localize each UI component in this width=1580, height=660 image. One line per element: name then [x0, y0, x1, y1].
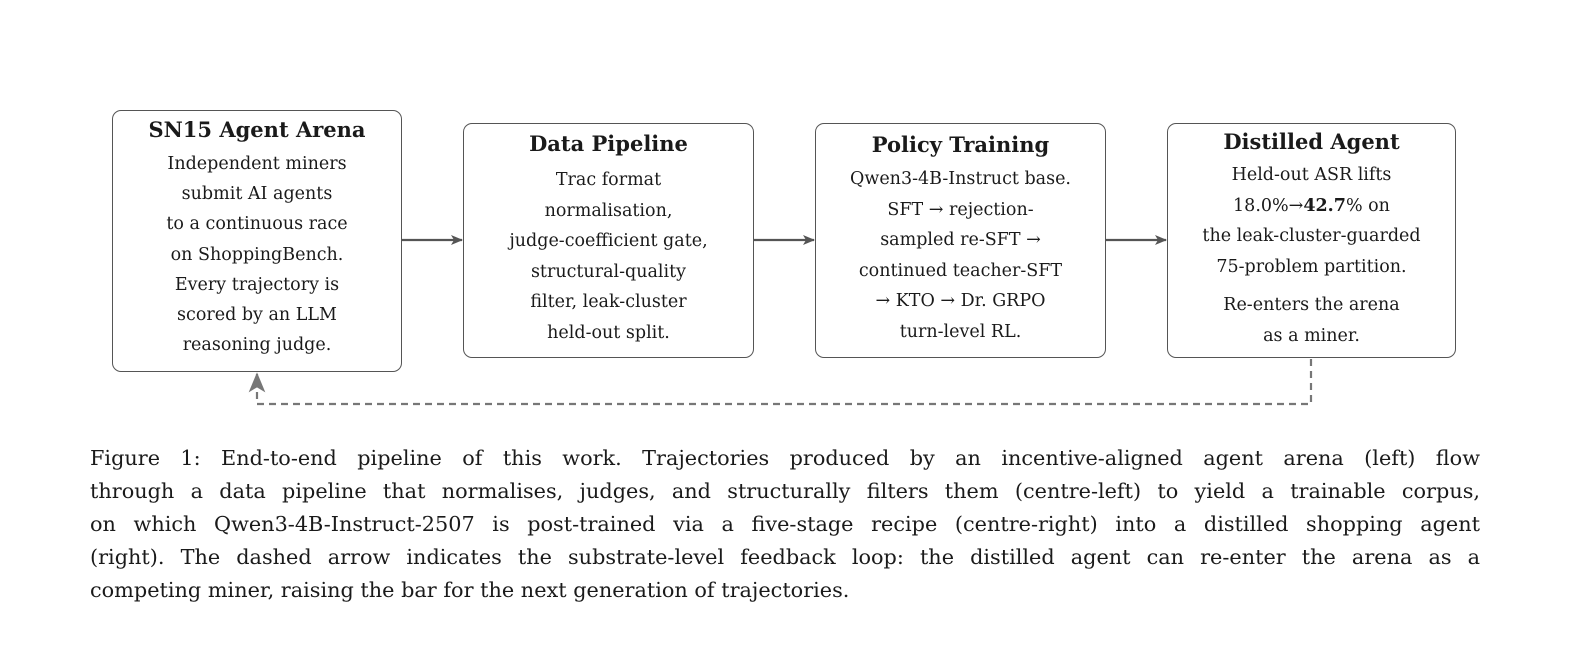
box-line: Every trajectory is [174, 274, 340, 295]
box-title: Distilled Agent [1223, 129, 1400, 154]
box-line: Trac format [555, 170, 662, 190]
box-line: as a miner. [1263, 325, 1360, 346]
box-data-pipeline: Data Pipeline Trac format normalisation,… [463, 123, 754, 358]
box-line: sampled re-SFT → [880, 230, 1041, 250]
box-distilled-agent: Distilled Agent Held-out ASR lifts 18.0%… [1167, 123, 1456, 358]
box-description: Qwen3-4B-Instruct base. SFT → rejection-… [816, 164, 1105, 347]
figure-caption: Figure 1: End-to-end pipeline of this wo… [90, 442, 1480, 607]
box-line: continued teacher-SFT [858, 260, 1063, 281]
box-line: turn-level RL. [899, 321, 1022, 342]
box-line: held-out split. [547, 322, 670, 343]
box-line: normalisation, [544, 200, 673, 221]
arrow-layer [248, 235, 1313, 406]
box-line: filter, leak-cluster [530, 292, 687, 312]
box-line: structural-quality [530, 261, 687, 282]
box-line: the leak-cluster-guarded [1202, 226, 1421, 246]
asr-before: 18.0%→ [1233, 195, 1304, 216]
box-line: judge-coefficient gate, [509, 231, 708, 251]
box-description: Trac format normalisation, judge-coeffic… [464, 165, 753, 348]
box-line: Re-enters the arena [1223, 295, 1400, 315]
pipeline-diagram: SN15 Agent Arena Independent miners subm… [112, 110, 1456, 406]
box-line: Held-out ASR lifts [1231, 165, 1392, 185]
box-line: Independent miners [167, 154, 347, 174]
caption-line: through a data pipeline that normalises,… [90, 479, 1480, 503]
box-line: to a continuous race [166, 214, 348, 235]
box-title: Data Pipeline [529, 131, 688, 156]
box-policy-training: Policy Training Qwen3-4B-Instruct base. … [815, 123, 1106, 358]
box-title: SN15 Agent Arena [148, 117, 366, 142]
box-title: Policy Training [871, 132, 1050, 157]
caption-line: competing miner, raising the bar for the… [90, 578, 850, 602]
paragraph-gap [1168, 282, 1455, 290]
feedback-loop-dashed-arrow [248, 359, 1313, 406]
box-sn15-agent-arena: SN15 Agent Arena Independent miners subm… [112, 110, 402, 372]
box-line: on ShoppingBench. [170, 244, 344, 265]
asr-suffix: % on [1345, 195, 1390, 216]
asr-after-bold: 42.7 [1303, 195, 1346, 216]
caption-line: Figure 1: End-to-end pipeline of this wo… [90, 446, 1480, 470]
box-description: Held-out ASR lifts 18.0%→42.7% on the le… [1168, 160, 1455, 351]
box-line: scored by an LLM [177, 305, 337, 326]
box-line: SFT → rejection- [887, 199, 1034, 220]
caption-line: (right). The dashed arrow indicates the … [90, 545, 1480, 569]
caption-line: on which Qwen3-4B-Instruct-2507 is post-… [90, 512, 1480, 536]
box-line: Qwen3-4B-Instruct base. [850, 169, 1071, 189]
box-line-asr: 18.0%→42.7% on [1168, 191, 1455, 222]
box-description: Independent miners submit AI agents to a… [113, 149, 401, 360]
box-line: 75-problem partition. [1216, 256, 1407, 277]
box-line: submit AI agents [181, 184, 333, 205]
box-line: reasoning judge. [182, 335, 332, 356]
box-line: → KTO → Dr. GRPO [875, 291, 1046, 311]
